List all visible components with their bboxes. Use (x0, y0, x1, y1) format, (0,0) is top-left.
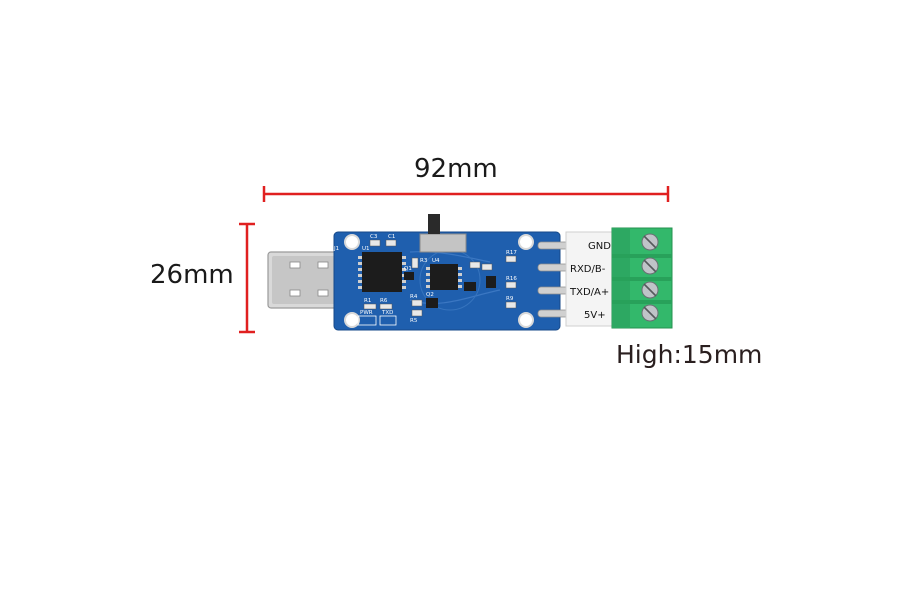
terminal-label-txd: TXD/A+ (569, 287, 609, 298)
ref-r4: R4 (410, 294, 418, 300)
pwr-silk-label: PWR (360, 310, 373, 316)
thickness-dimension-label: High:15mm (616, 340, 763, 369)
width-dimension-line (262, 186, 670, 202)
ref-r1: R1 (364, 298, 371, 304)
screw-terminal-block: GND RXD/B- TXD/A+ 5V+ (565, 227, 673, 329)
ref-q1: Q1 (404, 266, 412, 272)
txd-silk-label: TXD (381, 310, 393, 316)
terminal-label-rxd: RXD/B- (570, 264, 606, 275)
ref-r16: R16 (506, 276, 517, 282)
pcb-board: PWR TXD C3 C1 U1 U4 R3 R17 R16 R9 R1 R6 … (333, 214, 573, 331)
terminal-label-5v: 5V+ (584, 310, 606, 321)
height-dimension-label: 26mm (150, 260, 234, 290)
ref-q2: Q2 (426, 292, 434, 298)
ref-r17: R17 (506, 250, 517, 256)
ref-r3: R3 (420, 258, 428, 264)
ref-r5: R5 (410, 318, 418, 324)
ref-u4: U4 (432, 258, 440, 264)
width-dimension-label: 92mm (414, 154, 498, 184)
ref-r6: R6 (380, 298, 388, 304)
ref-u1: U1 (362, 246, 370, 252)
ref-c3: C3 (370, 234, 378, 240)
ref-r9: R9 (506, 296, 514, 302)
ref-j1: J1 (333, 246, 339, 252)
terminal-label-gnd: GND (588, 241, 611, 252)
height-dimension-line (239, 222, 255, 334)
ref-c1: C1 (388, 234, 395, 240)
